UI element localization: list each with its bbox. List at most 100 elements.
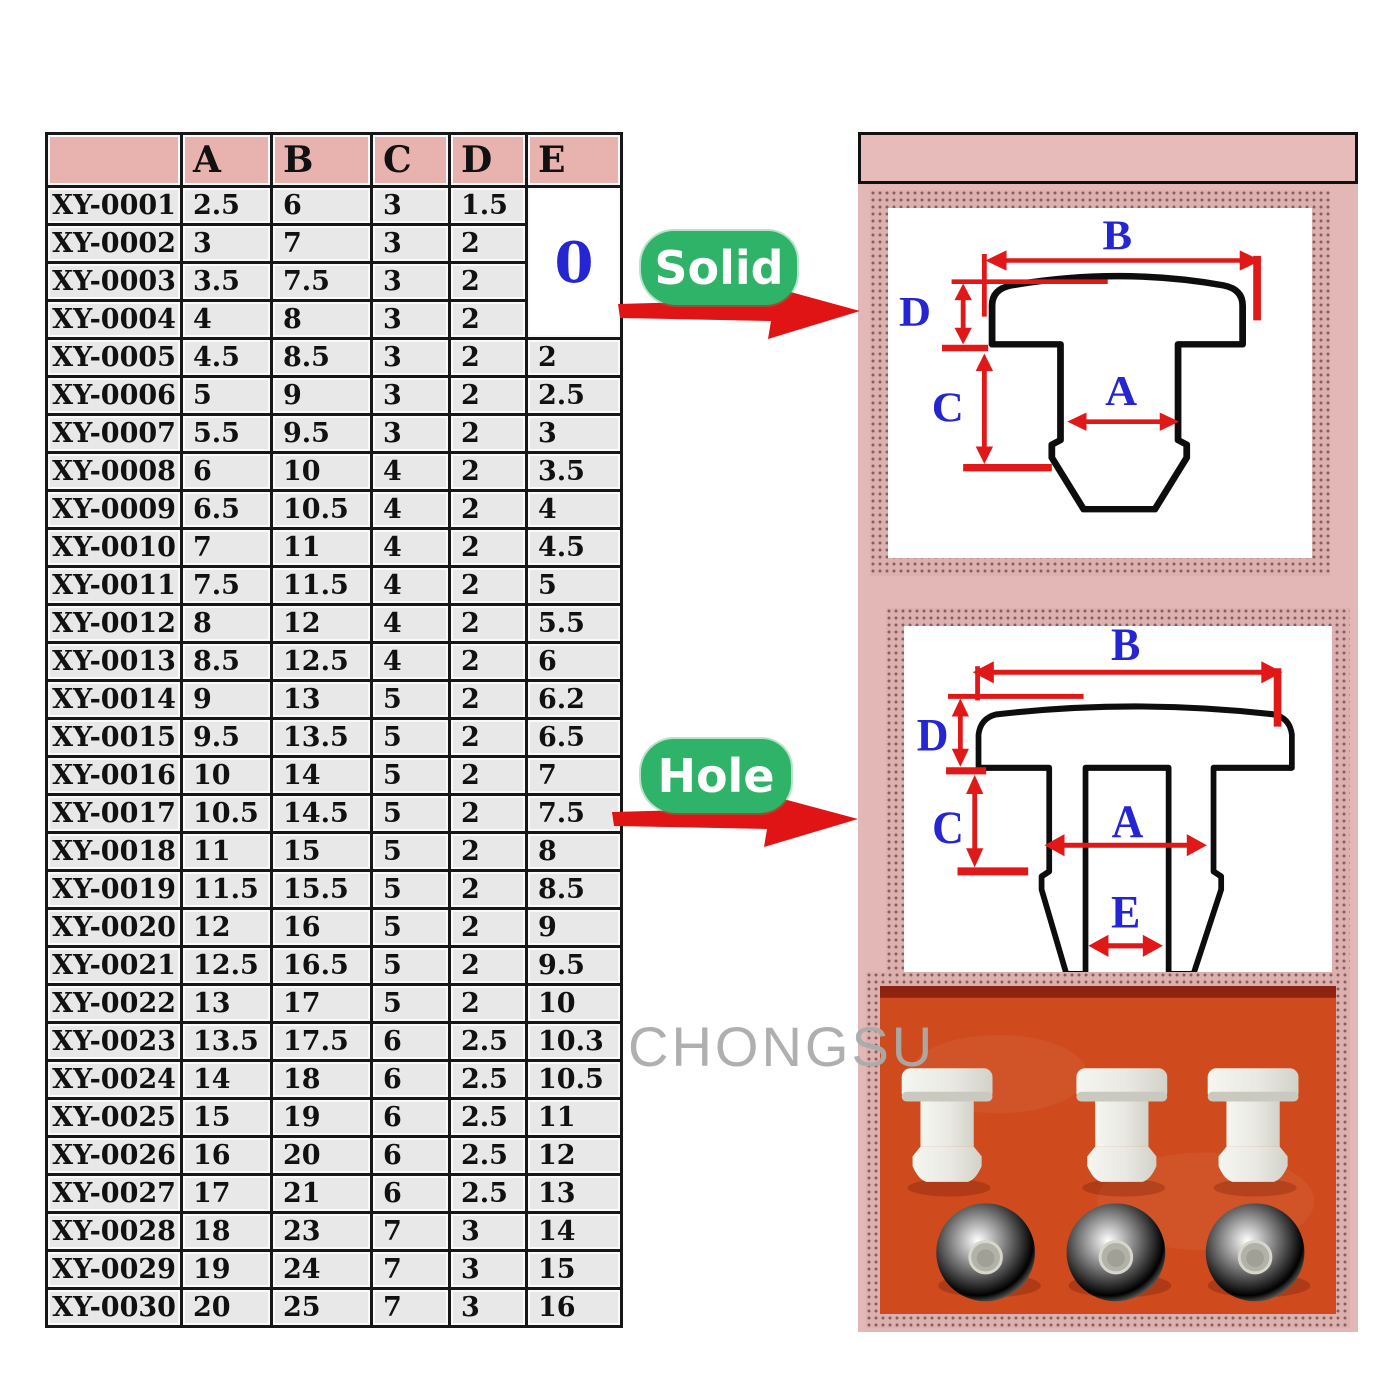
- model-cell: XY-0022: [45, 983, 183, 1024]
- value-cell: 11.5: [270, 565, 373, 606]
- value-cell: 4: [370, 603, 451, 644]
- value-cell: 20: [270, 1135, 373, 1176]
- value-cell: 14: [270, 755, 373, 796]
- value-cell: 14: [525, 1211, 623, 1252]
- panel-body: B D C A: [858, 184, 1358, 1332]
- value-cell: 11: [525, 1097, 623, 1138]
- value-cell: 2: [448, 337, 528, 378]
- value-cell: 7.5: [525, 793, 623, 834]
- value-cell: 5.5: [525, 603, 623, 644]
- value-cell: 25: [270, 1287, 373, 1328]
- label-A: A: [1105, 368, 1137, 415]
- value-cell: 4: [370, 451, 451, 492]
- model-cell: XY-0026: [45, 1135, 183, 1176]
- value-cell: 6: [370, 1135, 451, 1176]
- model-cell: XY-0010: [45, 527, 183, 568]
- value-cell: 2: [448, 413, 528, 454]
- value-cell: 10: [525, 983, 623, 1024]
- value-cell: 7: [370, 1211, 451, 1252]
- value-cell: 4: [180, 299, 273, 340]
- value-cell: 6: [525, 641, 623, 682]
- value-cell: 2.5: [448, 1135, 528, 1176]
- value-cell: 5: [180, 375, 273, 416]
- value-cell: 2.5: [448, 1097, 528, 1138]
- value-cell: 5: [370, 907, 451, 948]
- value-cell: 3.5: [180, 261, 273, 302]
- model-cell: XY-0003: [45, 261, 183, 302]
- model-cell: XY-0002: [45, 223, 183, 264]
- model-cell: XY-0018: [45, 831, 183, 872]
- value-cell: 5: [370, 945, 451, 986]
- value-cell: 23: [270, 1211, 373, 1252]
- value-cell: 2.5: [448, 1173, 528, 1214]
- value-cell: 10.5: [180, 793, 273, 834]
- model-cell: XY-0012: [45, 603, 183, 644]
- label-E: E: [1111, 887, 1140, 938]
- value-cell: 9: [525, 907, 623, 948]
- value-cell: 6: [370, 1097, 451, 1138]
- label-D: D: [899, 289, 931, 336]
- value-cell: 2: [448, 489, 528, 530]
- model-cell: XY-0028: [45, 1211, 183, 1252]
- label-B: B: [1103, 212, 1133, 259]
- value-cell: 3: [370, 299, 451, 340]
- value-cell: 21: [270, 1173, 373, 1214]
- value-cell: 19: [270, 1097, 373, 1138]
- model-cell: XY-0006: [45, 375, 183, 416]
- value-cell: 2: [448, 945, 528, 986]
- value-cell: 2: [448, 869, 528, 910]
- value-cell: 15: [525, 1249, 623, 1290]
- value-cell: 2.5: [448, 1021, 528, 1062]
- model-cell: XY-0011: [45, 565, 183, 606]
- value-cell: 3: [448, 1211, 528, 1252]
- value-cell: 2.5: [180, 185, 273, 226]
- value-cell: 5: [370, 793, 451, 834]
- model-cell: XY-0001: [45, 185, 183, 226]
- value-cell: 24: [270, 1249, 373, 1290]
- value-cell: 17: [270, 983, 373, 1024]
- value-cell: 5: [525, 565, 623, 606]
- value-cell: 6: [370, 1021, 451, 1062]
- solid-diagram-frame: B D C A: [870, 190, 1330, 576]
- merged-e-cell: 0: [525, 185, 623, 340]
- label-D: D: [917, 710, 949, 761]
- value-cell: 12.5: [180, 945, 273, 986]
- value-cell: 12: [525, 1135, 623, 1176]
- value-cell: 19: [180, 1249, 273, 1290]
- model-cell: XY-0029: [45, 1249, 183, 1290]
- model-cell: XY-0030: [45, 1287, 183, 1328]
- hole-plug-diagram: B D C A E: [917, 626, 1295, 977]
- value-cell: 2: [448, 261, 528, 302]
- value-cell: 7: [370, 1287, 451, 1328]
- value-cell: 2.5: [448, 1059, 528, 1100]
- value-cell: 10.5: [525, 1059, 623, 1100]
- hole-diagram-frame: B D C A E: [886, 608, 1350, 998]
- value-cell: 9.5: [525, 945, 623, 986]
- column-header-B: B: [270, 132, 373, 188]
- value-cell: 2: [448, 451, 528, 492]
- value-cell: 9.5: [270, 413, 373, 454]
- value-cell: 13: [270, 679, 373, 720]
- value-cell: 11: [180, 831, 273, 872]
- value-cell: 9: [180, 679, 273, 720]
- value-cell: 20: [180, 1287, 273, 1328]
- model-cell: XY-0020: [45, 907, 183, 948]
- value-cell: 8: [180, 603, 273, 644]
- value-cell: 2: [448, 565, 528, 606]
- value-cell: 6.5: [525, 717, 623, 758]
- value-cell: 6.5: [180, 489, 273, 530]
